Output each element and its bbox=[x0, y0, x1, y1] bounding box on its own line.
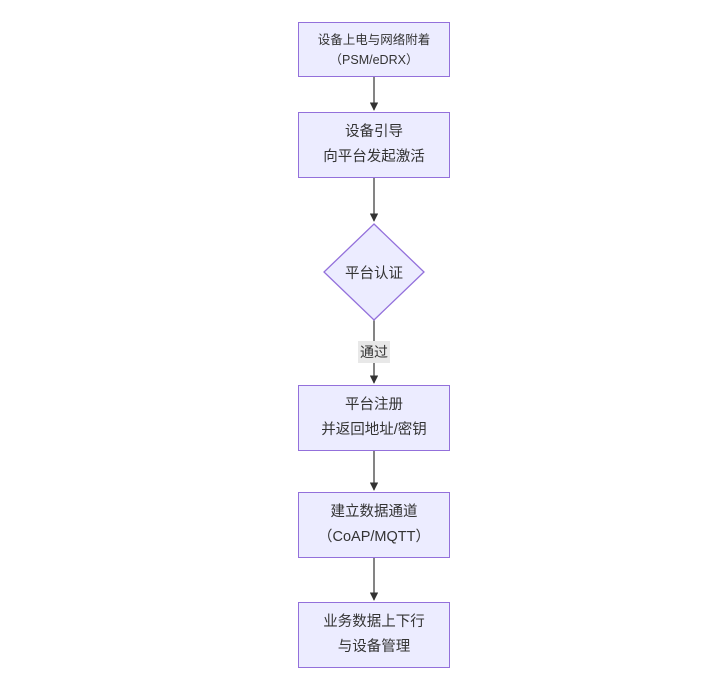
node-label-line: 设备引导 bbox=[345, 124, 403, 140]
node-business-data: 业务数据上下行 与设备管理 bbox=[298, 602, 450, 668]
node-power-network-attach: 设备上电与网络附着 （PSM/eDRX） bbox=[298, 22, 450, 77]
node-label-line: 建立数据通道 bbox=[330, 504, 418, 520]
node-label-line: 设备上电与网络附着 bbox=[317, 32, 431, 47]
node-platform-register: 平台注册 并返回地址/密钥 bbox=[298, 385, 450, 451]
decision-platform-auth: 平台认证 bbox=[323, 223, 425, 321]
diamond-shape-icon bbox=[323, 223, 425, 321]
node-label-line: 并返回地址/密钥 bbox=[321, 422, 427, 438]
edge-label-pass: 通过 bbox=[358, 341, 390, 363]
node-label-line: 平台认证 bbox=[345, 265, 403, 282]
node-label-line: （CoAP/MQTT） bbox=[318, 529, 430, 545]
node-label-line: （PSM/eDRX） bbox=[329, 52, 419, 67]
node-label-line: 平台注册 bbox=[345, 397, 403, 413]
node-label-line: 向平台发起激活 bbox=[323, 149, 425, 165]
node-data-channel: 建立数据通道 （CoAP/MQTT） bbox=[298, 492, 450, 558]
node-label-line: 业务数据上下行 bbox=[323, 614, 425, 630]
node-label-line: 与设备管理 bbox=[337, 639, 411, 655]
node-bootstrap-activate: 设备引导 向平台发起激活 bbox=[298, 112, 450, 178]
